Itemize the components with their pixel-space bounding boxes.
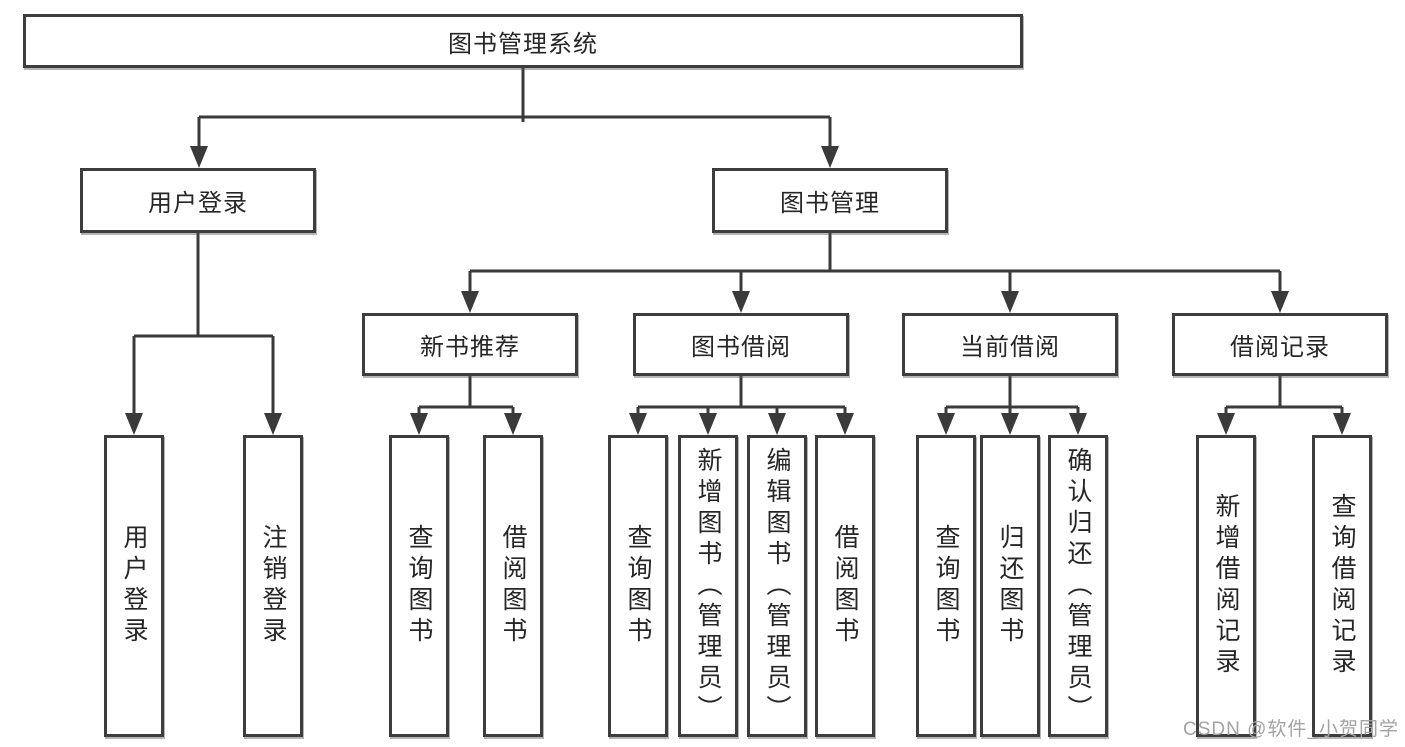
leaf-query-borrow-record: 查询借阅记录 [1312,435,1372,737]
leaf-label: 确认归还（管理员） [1064,446,1092,726]
leaf-label: 新增图书（管理员） [694,446,722,726]
leaf-logout: 注销登录 [243,435,303,737]
node-book-borrowing: 图书借阅 [633,313,849,376]
leaf-label: 查询图书 [405,524,433,648]
leaf-label: 用户登录 [120,524,148,648]
leaf-query-books-current: 查询图书 [916,435,976,737]
leaf-label: 新增借阅记录 [1212,493,1240,679]
leaf-label: 编辑图书（管理员） [763,446,791,726]
leaf-borrow-books-recommend: 借阅图书 [483,435,543,737]
leaf-add-borrow-record: 新增借阅记录 [1196,435,1256,737]
leaf-edit-books-admin: 编辑图书（管理员） [747,435,807,737]
leaf-label: 借阅图书 [831,524,859,648]
node-book-management: 图书管理 [712,168,948,233]
leaf-add-books-admin: 新增图书（管理员） [678,435,738,737]
leaf-label: 查询借阅记录 [1328,493,1356,679]
node-root-system: 图书管理系统 [23,14,1023,68]
leaf-borrow-books: 借阅图书 [815,435,875,737]
leaf-label: 查询图书 [932,524,960,648]
leaf-label: 注销登录 [259,524,287,648]
leaf-confirm-return-admin: 确认归还（管理员） [1048,435,1108,737]
node-borrowing-records: 借阅记录 [1172,313,1388,376]
watermark-text: CSDN @软件_小贺同学 [1183,719,1399,740]
leaf-label: 归还图书 [996,524,1024,648]
node-user-login: 用户登录 [80,168,316,233]
leaf-label: 借阅图书 [499,524,527,648]
leaf-query-books-recommend: 查询图书 [389,435,449,737]
leaf-query-books-borrowing: 查询图书 [608,435,668,737]
leaf-return-books: 归还图书 [980,435,1040,737]
node-current-borrowing: 当前借阅 [902,313,1118,376]
leaf-label: 查询图书 [624,524,652,648]
node-new-book-recommend: 新书推荐 [362,313,578,376]
leaf-user-login: 用户登录 [104,435,164,737]
